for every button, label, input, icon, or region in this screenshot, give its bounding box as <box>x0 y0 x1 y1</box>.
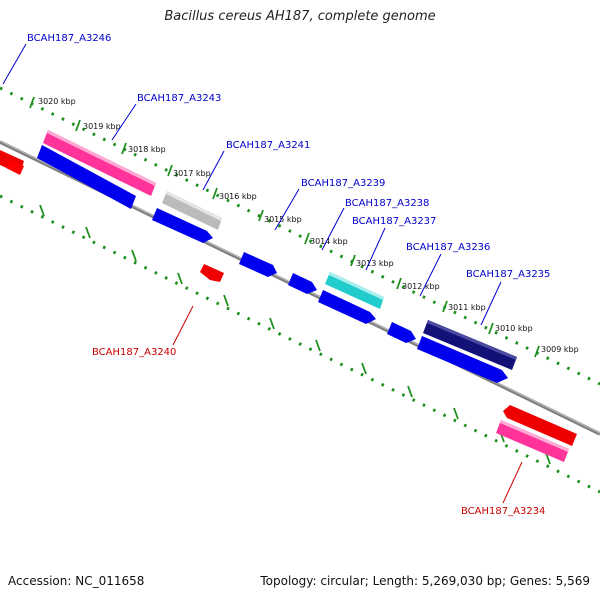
gene-feature-A3236[interactable] <box>387 322 416 343</box>
tick-label: 3013 kbp <box>356 259 394 268</box>
gene-label-A3243[interactable]: BCAH187_A3243 <box>137 93 221 104</box>
leader-line <box>321 207 345 251</box>
tick-label: 3016 kbp <box>219 192 257 201</box>
tick-label: 3020 kbp <box>38 97 76 106</box>
gene-feature[interactable] <box>417 336 508 383</box>
gene-label-A3240[interactable]: BCAH187_A3240 <box>92 347 176 358</box>
tick-label: 3010 kbp <box>495 324 533 333</box>
tick-label: 3014 kbp <box>310 237 348 246</box>
gene-feature[interactable] <box>37 145 136 209</box>
gene-label-A3241[interactable]: BCAH187_A3241 <box>226 140 310 151</box>
lower-guide-dots <box>0 194 600 494</box>
gene-feature-A3238[interactable] <box>288 273 317 294</box>
gene-feature[interactable] <box>318 290 376 324</box>
tick-label: 3019 kbp <box>83 122 121 131</box>
gene-feature[interactable] <box>6 160 24 175</box>
gene-feature-A3243[interactable] <box>43 130 156 196</box>
gene-feature-A3234[interactable] <box>496 420 569 462</box>
leader-line <box>502 461 523 504</box>
map-title: Bacillus cereus AH187, complete genome <box>164 9 436 24</box>
gene-feature-A3241[interactable] <box>162 191 222 230</box>
leader-line <box>172 305 194 346</box>
leader-line <box>111 103 137 141</box>
tick-label: 3018 kbp <box>128 145 166 154</box>
accession-text: Accession: NC_011658 <box>8 574 145 588</box>
gene-feature[interactable] <box>152 208 213 243</box>
leader-line <box>480 281 502 326</box>
leader-line <box>2 43 27 85</box>
leader-line <box>365 227 386 271</box>
gene-feature[interactable] <box>503 405 577 446</box>
gene-label-A3238[interactable]: BCAH187_A3238 <box>345 198 429 209</box>
leader-line <box>419 253 442 297</box>
tick-label: 3015 kbp <box>264 215 302 224</box>
topology-text: Topology: circular; Length: 5,269,030 bp… <box>260 574 590 588</box>
gene-feature-A3237[interactable] <box>325 272 384 309</box>
gene-label-A3236[interactable]: BCAH187_A3236 <box>406 242 490 253</box>
gene-feature-A3239[interactable] <box>239 252 277 277</box>
leader-line <box>202 150 225 191</box>
tick-label: 3011 kbp <box>448 303 486 312</box>
gene-label-A3237[interactable]: BCAH187_A3237 <box>352 216 436 227</box>
gene-feature-A3235[interactable] <box>423 320 517 370</box>
gene-label-A3239[interactable]: BCAH187_A3239 <box>301 178 385 189</box>
gene-feature-A3240[interactable] <box>200 264 224 282</box>
tick-label: 3017 kbp <box>173 169 211 178</box>
gene-label-A3234[interactable]: BCAH187_A3234 <box>461 506 545 517</box>
tick-marks <box>29 96 540 358</box>
tick-label: 3009 kbp <box>541 345 579 354</box>
tick-label: 3012 kbp <box>402 282 440 291</box>
gene-label-A3235[interactable]: BCAH187_A3235 <box>466 269 550 280</box>
upper-guide-dots <box>0 86 600 386</box>
gene-label-A3246[interactable]: BCAH187_A3246 <box>27 33 111 44</box>
leader-line <box>274 188 300 231</box>
